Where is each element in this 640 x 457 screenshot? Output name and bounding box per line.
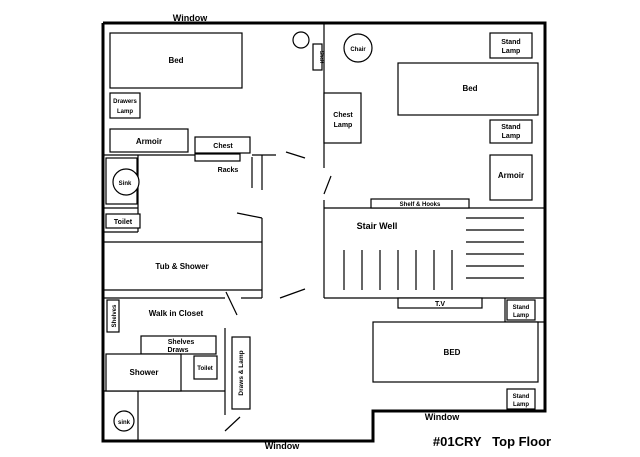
sink-bottom-label: sink	[118, 420, 131, 426]
round-table-icon	[292, 31, 310, 49]
tv-stand	[397, 297, 483, 309]
racks-bar	[194, 153, 241, 162]
toilet-top-label: Toilet	[114, 219, 133, 226]
stand-lamp-4	[506, 388, 536, 410]
sink-basin-bottom-icon	[113, 410, 135, 432]
drawers-lamp-label-1: Drawers	[113, 99, 137, 105]
armoir-right	[489, 154, 533, 201]
stand-lamp-2-line1: Stand	[501, 124, 520, 131]
door	[323, 175, 332, 195]
draws-lamp-label: Draws & Lamp	[238, 350, 245, 395]
stand-lamp-1-line2: Lamp	[502, 48, 521, 55]
stand-lamp-3-line1: Stand	[513, 305, 530, 311]
toilet-bottom	[193, 355, 218, 380]
sink-basin-icon	[112, 168, 140, 196]
bed-top-right-label: Bed	[462, 84, 477, 93]
bed-top-left	[109, 32, 243, 89]
stand-lamp-2-line2: Lamp	[502, 133, 521, 140]
walk-in-closet-label: Walk in Closet	[149, 309, 204, 318]
bed-bottom-right-label: BED	[444, 348, 461, 357]
door	[224, 416, 241, 432]
bed-top-right	[397, 62, 539, 116]
stand-lamp-1-line1: Stand	[501, 39, 520, 46]
stand-lamp-2	[489, 119, 533, 144]
racks-label: Racks	[218, 167, 239, 174]
outer-wall	[101, 21, 547, 443]
armoir-left	[109, 128, 189, 153]
chest-lamp-line2: Lamp	[334, 122, 353, 129]
shelves-draws-line2: Draws	[167, 347, 188, 354]
toilet-bottom-label: Toilet	[197, 366, 213, 372]
shelf-small-label: Shelf	[318, 51, 324, 64]
plan-caption: #01CRY Top Floor	[433, 434, 551, 449]
door	[236, 212, 263, 219]
shelves-draws-line1: Shelves	[168, 339, 195, 346]
bed-bottom-right	[372, 321, 539, 383]
stand-lamp-4-line2: Lamp	[513, 402, 529, 408]
shelf-hooks	[370, 198, 470, 209]
stand-lamp-3	[506, 299, 536, 321]
stand-lamp-4-line1: Stand	[513, 394, 530, 400]
tv-label: T.V	[435, 301, 445, 308]
toilet-top	[105, 213, 141, 229]
door	[285, 151, 306, 159]
shelf-hooks-label: Shelf & Hooks	[400, 202, 441, 208]
chair-label: Chair	[350, 47, 366, 53]
shower	[105, 353, 182, 392]
stand-lamp-3-line2: Lamp	[513, 313, 529, 319]
stand-lamp-1	[489, 32, 533, 59]
shelves-vertical-label: Shelves	[112, 304, 118, 327]
shelf-small	[312, 43, 323, 71]
stair-well-label: Stair Well	[357, 221, 398, 231]
window-label-bottom-right: Window	[425, 412, 460, 422]
sink-top-label: Sink	[119, 181, 132, 187]
chest-left-label: Chest	[213, 143, 233, 150]
chest-lamp	[323, 92, 362, 144]
chair-icon	[343, 33, 373, 63]
chest-left	[194, 136, 251, 154]
chest-lamp-line1: Chest	[333, 112, 353, 119]
bed-top-left-label: Bed	[168, 56, 183, 65]
window-label-top: Window	[173, 13, 208, 23]
drawers-lamp-label-2: Lamp	[117, 109, 133, 115]
door	[279, 288, 306, 299]
draws-lamp	[231, 336, 251, 410]
armoir-right-label: Armoir	[498, 171, 524, 180]
door	[225, 291, 238, 316]
shower-label: Shower	[130, 368, 159, 377]
armoir-left-label: Armoir	[136, 137, 162, 146]
window-label-bottom: Window	[265, 441, 300, 451]
shelves-vertical	[106, 299, 120, 333]
drawers-lamp	[109, 92, 141, 119]
tub-shower-label: Tub & Shower	[155, 262, 208, 271]
